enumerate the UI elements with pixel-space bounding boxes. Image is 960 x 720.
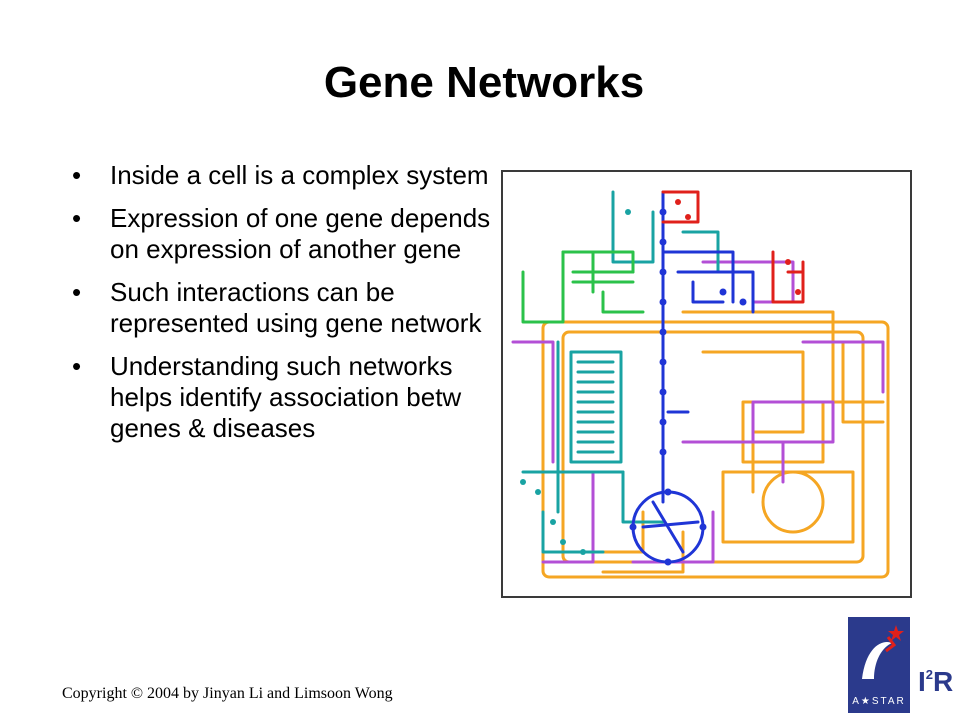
astar-text: A★STAR xyxy=(852,696,906,707)
network-blue xyxy=(631,190,755,564)
network-teal xyxy=(521,190,720,554)
i2r-logo: I2R xyxy=(918,666,953,698)
astar-logo-mark-icon xyxy=(862,625,904,679)
astar-logo: A★STAR xyxy=(848,617,910,713)
i2r-superscript: 2 xyxy=(925,667,934,682)
bullet-item: Understanding such networks helps identi… xyxy=(72,351,492,444)
bullet-list: Inside a cell is a complex system Expres… xyxy=(72,160,492,456)
copyright-footer: Copyright © 2004 by Jinyan Li and Limsoo… xyxy=(62,685,393,702)
slide-title: Gene Networks xyxy=(323,58,645,107)
bullet-item: Expression of one gene depends on expres… xyxy=(72,203,492,265)
network-green xyxy=(521,250,645,324)
network-purple xyxy=(511,260,885,564)
bullet-item: Such interactions can be represented usi… xyxy=(72,277,492,339)
gene-network-image xyxy=(511,190,890,579)
network-nodes-red xyxy=(675,199,801,295)
network-nodes-teal xyxy=(520,209,631,555)
network-nodes-blue xyxy=(629,208,747,566)
i2r-letter-r: R xyxy=(933,666,954,697)
gene-network-diagram xyxy=(501,170,912,598)
bullet-item: Inside a cell is a complex system xyxy=(72,160,492,191)
network-red xyxy=(661,190,805,304)
i2r-letter-i: I xyxy=(918,666,926,697)
